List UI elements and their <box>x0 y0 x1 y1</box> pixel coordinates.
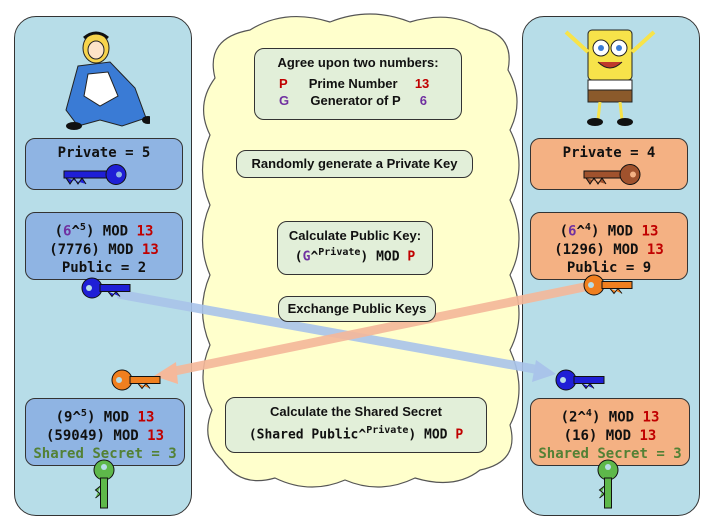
g-symbol: G <box>279 93 290 108</box>
shared-close: ) MOD <box>408 427 456 443</box>
bob-shared-box: (2^4) MOD 13 (16) MOD 13 Shared Secret =… <box>530 398 690 466</box>
alice-pub1-mod: 13 <box>136 223 154 240</box>
spongebob-figure <box>564 29 656 126</box>
alice-to-bob-arrowhead <box>532 360 556 382</box>
bob-sh1-open: (2^ <box>560 409 586 426</box>
alice-to-bob-arrow <box>117 289 541 375</box>
bob-pub1-close: ) MOD <box>590 223 642 240</box>
bob-sh1-mod: 13 <box>642 409 660 426</box>
p-label: Prime Number <box>308 76 398 91</box>
random-step-text: Randomly generate a Private Key <box>251 156 458 171</box>
bob-pub1-base: 6 <box>568 223 577 240</box>
alice-public-box: (6^5) MOD 13 (7776) MOD 13 Public = 2 <box>25 212 183 280</box>
bob-to-alice-arrowhead <box>154 362 178 384</box>
alice-private-key-icon <box>63 164 127 185</box>
alice-pub1-close: ) MOD <box>85 223 137 240</box>
alice-shared-box: (9^5) MOD 13 (59049) MOD 13 Shared Secre… <box>25 398 185 466</box>
alice-sh1-close: ) MOD <box>86 409 138 426</box>
bob-shared-secret: Shared Secret = 3 <box>538 445 682 462</box>
shared-p: P <box>455 427 464 443</box>
bob-sh1-exp: 4 <box>585 408 592 419</box>
g-label: Generator of P <box>310 93 401 108</box>
alice-private-text: Private = 5 <box>57 145 151 161</box>
alice-sh1-open: (9^ <box>55 409 81 426</box>
alice-pub1-open: ( <box>54 223 64 240</box>
bob-sh1-close: ) MOD <box>591 409 643 426</box>
shared-exp: Private <box>366 425 409 436</box>
calc-open: ( <box>294 249 303 265</box>
bob-private-text: Private = 4 <box>562 145 656 161</box>
alice-pub1-caret: ^ <box>71 223 80 240</box>
bob-pub1-caret: ^ <box>576 223 585 240</box>
exchange-text: Exchange Public Keys <box>287 301 427 316</box>
alice-pub2: (7776) MOD <box>49 241 142 258</box>
calc-close: ) MOD <box>360 249 408 265</box>
bob-public-value: Public = 9 <box>566 259 652 276</box>
alice-shared-secret: Shared Secret = 3 <box>33 445 177 462</box>
bob-shared-key-icon <box>597 459 619 509</box>
alice-shared-key-icon <box>93 459 115 509</box>
p-symbol: P <box>279 76 288 91</box>
calc-exp: Private <box>318 247 361 258</box>
calc-p: P <box>407 249 416 265</box>
bob-pub2-mod: 13 <box>646 241 664 258</box>
p-value: 13 <box>414 76 430 91</box>
alice-public-value: Public = 2 <box>61 259 147 276</box>
bob-public-key-icon <box>583 274 633 296</box>
exchange-box: Exchange Public Keys <box>278 296 436 322</box>
alice-public-key-icon <box>81 277 131 299</box>
agree-box: Agree upon two numbers: P Prime Number 1… <box>254 48 462 120</box>
calc-public-title: Calculate Public Key: <box>288 228 422 243</box>
bob-private-key-icon <box>583 164 641 185</box>
received-bob-key-icon <box>111 369 161 391</box>
shared-secret-box: Calculate the Shared Secret (Shared Publ… <box>225 397 487 453</box>
calc-public-box: Calculate Public Key: (G^Private) MOD P <box>277 221 433 275</box>
alice-sh2-mod: 13 <box>147 427 164 444</box>
bob-pub2: (1296) MOD <box>554 241 647 258</box>
bob-to-alice-arrow <box>169 280 595 377</box>
calc-caret: ^ <box>310 249 319 265</box>
calc-g: G <box>302 249 311 265</box>
bob-pub1-mod: 13 <box>641 223 659 240</box>
shared-open: (Shared Public^ <box>248 427 367 443</box>
bob-sh2: (16) MOD <box>563 427 640 444</box>
received-alice-key-icon <box>555 369 605 391</box>
bob-public-box: (6^4) MOD 13 (1296) MOD 13 Public = 9 <box>530 212 688 280</box>
bob-pub1-open: ( <box>559 223 569 240</box>
alice-private-box: Private = 5 <box>25 138 183 190</box>
random-step-box: Randomly generate a Private Key <box>236 150 473 178</box>
agree-title: Agree upon two numbers: <box>277 55 439 70</box>
alice-sh1-mod: 13 <box>137 409 155 426</box>
alice-pub1-base: 6 <box>63 223 72 240</box>
bob-pub1-exp: 4 <box>584 222 591 233</box>
bob-sh2-mod: 13 <box>639 427 657 444</box>
g-value: 6 <box>419 93 427 108</box>
shared-title: Calculate the Shared Secret <box>270 404 442 419</box>
alice-figure <box>65 31 150 130</box>
alice-sh2: (59049) MOD <box>45 427 148 444</box>
alice-sh1-exp: 5 <box>80 408 87 419</box>
alice-pub1-exp: 5 <box>79 222 86 233</box>
alice-pub2-mod: 13 <box>141 241 159 258</box>
bob-private-box: Private = 4 <box>530 138 688 190</box>
